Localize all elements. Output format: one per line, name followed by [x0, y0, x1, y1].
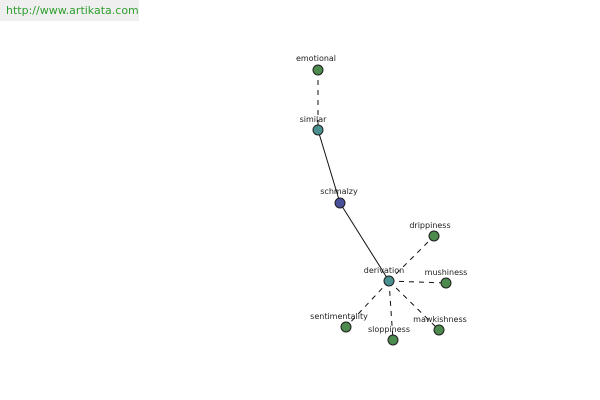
- node-label-similar[interactable]: similar: [300, 115, 328, 124]
- node-label-derivation[interactable]: derivation: [364, 266, 404, 275]
- edge-derivation-mushiness: [388, 280, 447, 284]
- node-mushiness[interactable]: [440, 277, 452, 289]
- node-label-drippiness[interactable]: drippiness: [409, 221, 450, 230]
- edge-derivation-sentimentality: [345, 280, 390, 328]
- node-sentimentality[interactable]: [340, 321, 352, 333]
- node-label-mushiness[interactable]: mushiness: [425, 268, 468, 277]
- node-mawkishness[interactable]: [433, 324, 445, 336]
- watermark-url: http://www.artikata.com: [0, 0, 139, 21]
- node-label-emotional[interactable]: emotional: [296, 54, 336, 63]
- edge-schmalzy-derivation: [339, 202, 390, 282]
- edge-derivation-drippiness: [388, 235, 435, 282]
- node-derivation[interactable]: [383, 275, 395, 287]
- node-label-sloppiness[interactable]: sloppiness: [368, 325, 410, 334]
- graph-edges: [317, 70, 447, 341]
- node-similar[interactable]: [312, 124, 324, 136]
- edge-similar-schmalzy: [317, 129, 341, 204]
- node-schmalzy[interactable]: [334, 197, 346, 209]
- graph-labels: emotional similar schmalzy derivation drippi…: [296, 54, 467, 334]
- edge-derivation-mawkishness: [388, 280, 440, 331]
- node-sloppiness[interactable]: [387, 334, 399, 346]
- graph-nodes: [312, 64, 452, 346]
- node-label-sentimentality[interactable]: sentimentality: [310, 312, 368, 321]
- node-label-schmalzy[interactable]: schmalzy: [320, 187, 358, 196]
- node-label-mawkishness[interactable]: mawkishness: [413, 315, 467, 324]
- node-drippiness[interactable]: [428, 230, 440, 242]
- node-emotional[interactable]: [312, 64, 324, 76]
